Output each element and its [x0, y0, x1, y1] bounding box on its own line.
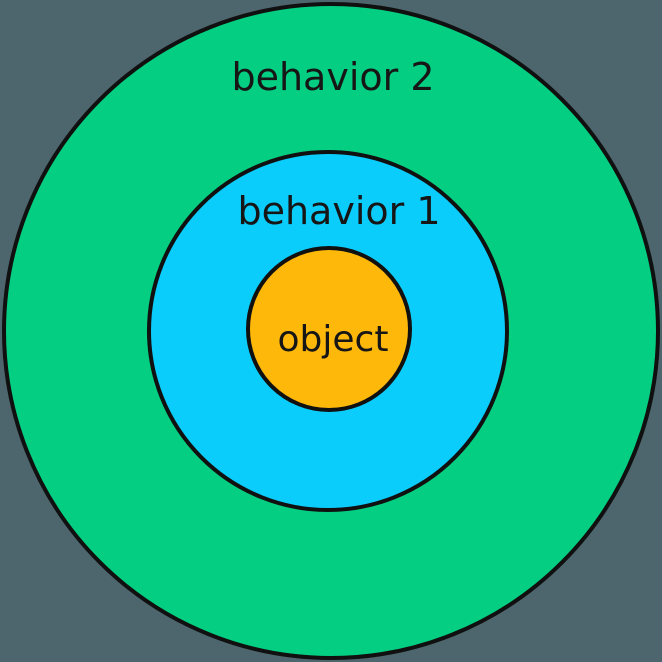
label-behavior-2: behavior 2 — [231, 55, 434, 99]
label-object: object — [278, 319, 389, 360]
inner-circle-object — [246, 246, 412, 412]
label-behavior-1: behavior 1 — [237, 189, 440, 233]
